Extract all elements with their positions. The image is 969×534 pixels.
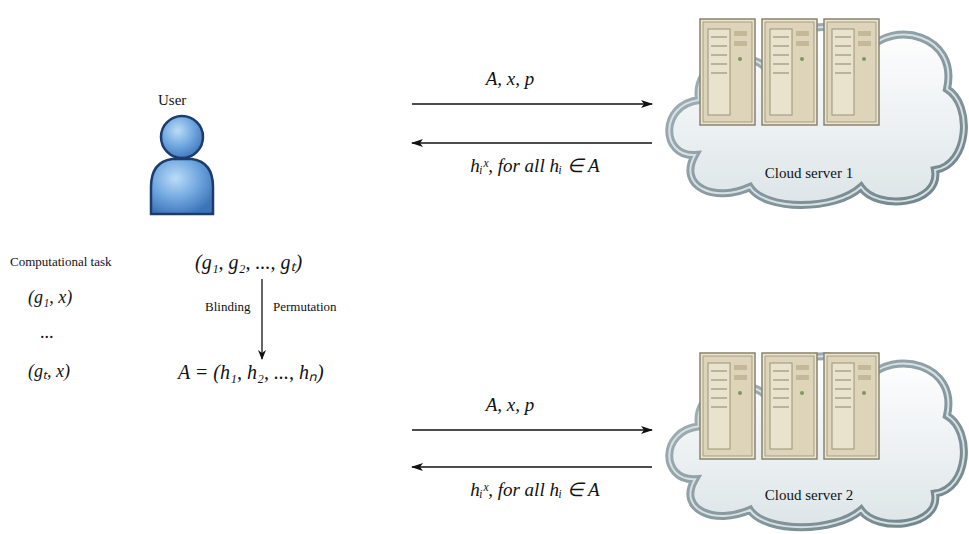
message-label: A, x, p: [483, 394, 538, 417]
math-label: (g₁, x): [28, 287, 72, 309]
message-arrow: [412, 429, 652, 430]
process-arrow: [261, 279, 262, 359]
message-arrow: [412, 466, 652, 467]
message-label: A, x, p: [483, 68, 538, 91]
message-arrow: [412, 142, 652, 143]
user-label: User: [158, 91, 186, 109]
math-label: Permutation: [273, 299, 337, 315]
cloud-label: Cloud server 2: [765, 486, 853, 504]
message-label: hᵢˣ, for all hᵢ ∈ A: [467, 479, 602, 502]
math-label: (g₁, g₂, ..., gₜ): [195, 250, 302, 274]
math-label: Blinding: [205, 299, 251, 315]
cloud-node: Cloud server 1: [655, 5, 967, 210]
cloud-label: Cloud server 1: [765, 164, 853, 182]
math-label: ...: [40, 322, 54, 344]
user-icon: [148, 113, 216, 217]
message-arrow: [412, 103, 652, 104]
math-label: A = (h₁, h₂, ..., hₙ): [178, 360, 324, 384]
user-node: User: [140, 85, 412, 480]
message-label: hᵢˣ, for all hᵢ ∈ A: [467, 155, 602, 178]
cloud-node: Cloud server 2: [655, 335, 967, 532]
math-label: Computational task: [10, 254, 111, 270]
math-label: (gₜ, x): [28, 361, 70, 383]
